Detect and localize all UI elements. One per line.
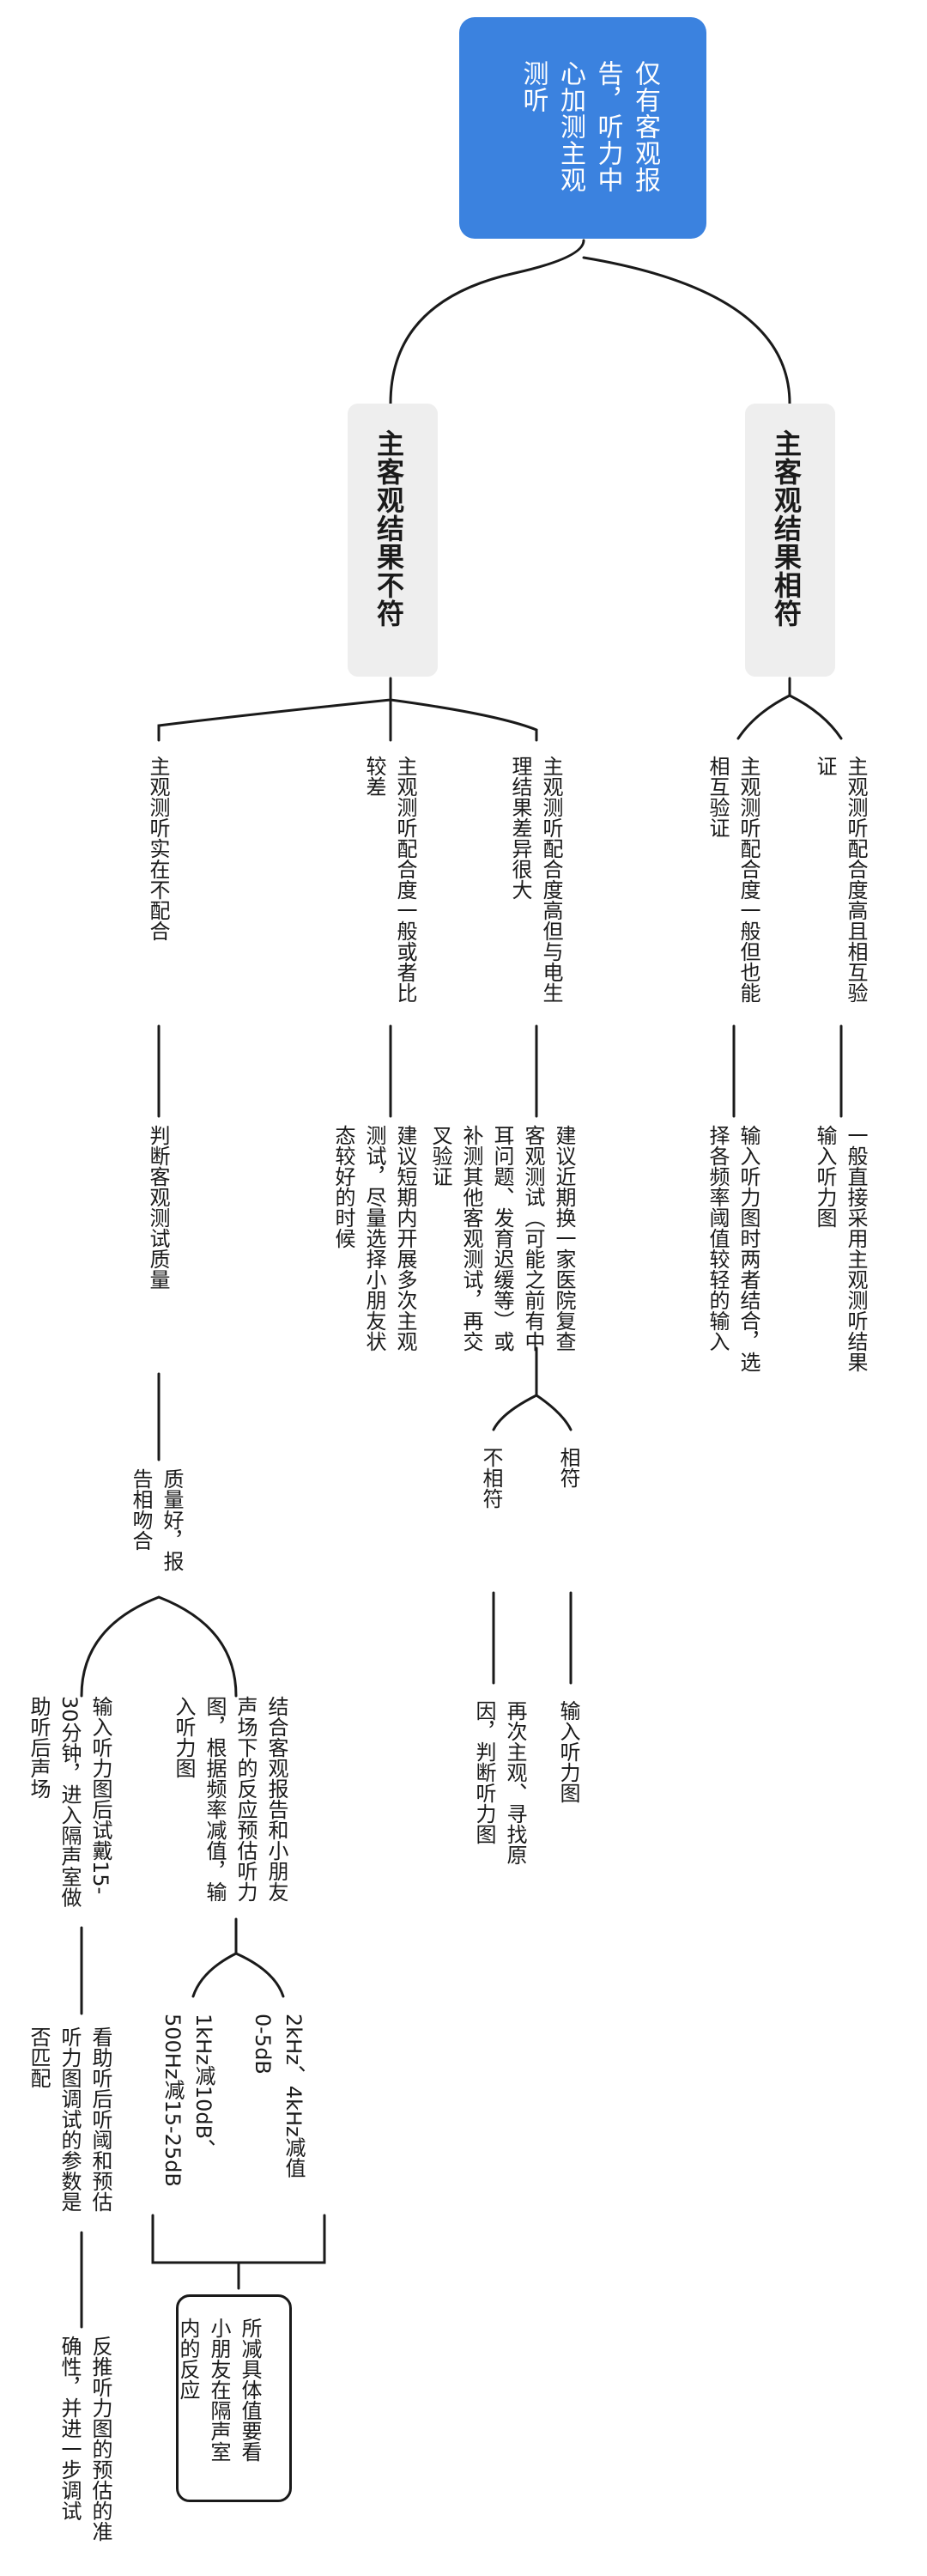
step-estimate-audiogram: 结合客观报告和小朋友声场下的反应预估听力图，根据频率减值，输入听力图 xyxy=(172,1696,288,1902)
outcome-match-label: 相符 xyxy=(556,1447,580,1488)
mismatch-condition-1: 主观测听配合度高但与电生理结果差异很大 xyxy=(508,756,563,1003)
followup-check-params: 看助听后听阈和预估听力图调试的参数是否匹配 xyxy=(27,2026,112,2212)
branch-mismatch-title: 主客观结果不符 xyxy=(373,429,405,628)
option-high-freq: 2kHz、4kHz减值0-5dB xyxy=(251,2014,306,2178)
quality-node: 质量好，报告相吻合 xyxy=(129,1468,184,1571)
mismatch-action-2: 建议短期内开展多次主观测试，尽量选择小朋友状态较好的时候 xyxy=(331,1125,417,1352)
mismatch-action-1: 建议近期换一家医院复查客观测试（可能之前有中耳问题、发育迟缓等）或补测其他客观测… xyxy=(428,1125,576,1352)
mismatch-condition-2: 主观测听配合度一般或者比较差 xyxy=(362,756,417,1003)
root-node-label: 仅有客观报告，听力中心加测主观测听 xyxy=(518,60,661,193)
match-condition-1: 主观测听配合度高且相互验证 xyxy=(813,756,868,1003)
step-trial-fitting: 输入听力图后试戴15-30分钟，进入隔声室做助听后声场 xyxy=(27,1696,112,1908)
root-node[interactable]: 仅有客观报告，听力中心加测主观测听 xyxy=(459,17,706,239)
connector-root-branches xyxy=(389,239,791,405)
mismatch-action-3: 判断客观测试质量 xyxy=(146,1125,170,1290)
match-action-1: 一般直接采用主观测听结果输入听力图 xyxy=(813,1125,868,1372)
mismatch-condition-3: 主观测听实在不配合 xyxy=(146,756,170,941)
connector-branch1 xyxy=(736,677,843,740)
connector-step1-options xyxy=(191,1917,285,1998)
note-box: 所减具体值要看小朋友在隔声室内的反应 xyxy=(176,2294,292,2502)
outcome-mismatch-next: 再次主观、寻找原因，判断听力图 xyxy=(472,1700,527,1865)
branch-match-title: 主客观结果相符 xyxy=(770,429,803,628)
outcome-mismatch-label: 不相符 xyxy=(479,1447,503,1509)
bracket-options xyxy=(151,2214,326,2290)
branch-match[interactable]: 主客观结果相符 xyxy=(745,404,835,677)
option-low-freq: 1kHz减10dB、500Hz减15-25dB xyxy=(161,2014,215,2187)
followup-back-infer: 反推听力图的预估的准确性，并进一步调试 xyxy=(58,2336,112,2542)
connector-outcomes xyxy=(492,1346,573,1431)
match-action-2: 输入听力图时两者结合，选择各频率阈值较轻的输入 xyxy=(706,1125,760,1372)
note-text: 所减具体值要看小朋友在隔声室内的反应 xyxy=(176,2318,262,2462)
connector-branch2 xyxy=(157,677,538,742)
match-condition-2: 主观测听配合度一般但也能相互验证 xyxy=(706,756,760,1003)
branch-mismatch[interactable]: 主客观结果不符 xyxy=(348,404,438,677)
connector-quality-steps xyxy=(80,1595,238,1698)
outcome-match-next: 输入听力图 xyxy=(556,1700,580,1803)
